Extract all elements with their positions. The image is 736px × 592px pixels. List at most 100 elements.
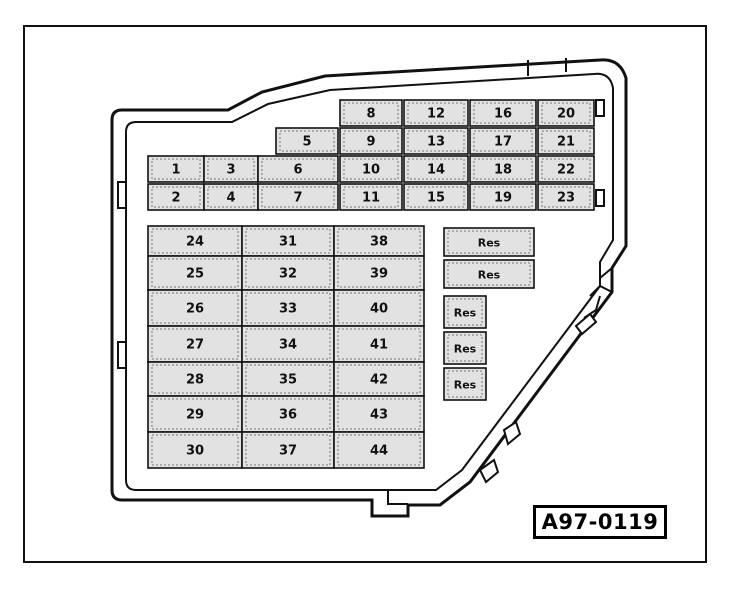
fuse-slot-6: 6 [257, 155, 339, 183]
fuse-slot-32: 32 [241, 255, 335, 291]
reserve-label: Res [454, 343, 477, 356]
fuse-number: 36 [279, 408, 297, 423]
fuse-slot-41: 41 [333, 325, 425, 363]
fuse-slot-42: 42 [333, 361, 425, 397]
fuse-slot-inner [151, 328, 239, 360]
fuse-number: 12 [427, 107, 445, 122]
fuse-slot-43: 43 [333, 395, 425, 433]
fuse-number: 43 [370, 408, 388, 423]
fuse-slot-body [333, 431, 425, 469]
fuse-slot-12: 12 [403, 99, 469, 127]
reserve-slot: Res [443, 367, 487, 401]
fuse-slot-body [443, 227, 535, 257]
fuse-slot-inner [245, 434, 331, 466]
fuse-slot-body [537, 127, 595, 155]
fuse-number: 14 [427, 163, 445, 178]
fuse-number: 4 [226, 191, 235, 206]
fuse-slot-body [443, 259, 535, 289]
fuse-slot-39: 39 [333, 255, 425, 291]
fuse-slot-20: 20 [537, 99, 595, 127]
fuse-slot-23: 23 [537, 183, 595, 211]
figure-code-label: A97-0119 [533, 505, 667, 539]
fuse-slot-inner [407, 130, 465, 152]
fuse-number: 44 [370, 444, 388, 459]
fuse-number: 16 [494, 107, 512, 122]
fuse-slot-38: 38 [333, 225, 425, 257]
fuse-slot-34: 34 [241, 325, 335, 363]
housing-details [117, 58, 613, 505]
reserve-slot: Res [443, 259, 535, 289]
fuse-slot-18: 18 [469, 155, 537, 183]
fuse-slot-body [203, 183, 259, 211]
fuse-slot-inner [245, 228, 331, 254]
fuse-number: 30 [186, 444, 204, 459]
fuse-slot-inner [541, 158, 591, 180]
fuse-slot-inner [473, 102, 533, 124]
fuse-number: 23 [557, 191, 575, 206]
fuse-slot-28: 28 [147, 361, 243, 397]
fuse-number: 24 [186, 235, 204, 250]
fuse-slot-body [403, 183, 469, 211]
fuse-slot-26: 26 [147, 289, 243, 327]
fuse-number: 41 [370, 338, 388, 353]
fuse-slot-inner [343, 130, 399, 152]
fuse-slot-inner [473, 130, 533, 152]
fuse-slot-35: 35 [241, 361, 335, 397]
fuse-slot-body [333, 289, 425, 327]
fuse-slot-inner [245, 398, 331, 430]
fuse-number: 7 [293, 191, 302, 206]
fuse-slot-body [443, 295, 487, 329]
fuse-number: 10 [362, 163, 380, 178]
fuse-slot-body [257, 155, 339, 183]
fuse-slot-body [147, 361, 243, 397]
fuse-slot-inner [245, 328, 331, 360]
fuse-slot-inner [151, 158, 201, 180]
fuse-number: 20 [557, 107, 575, 122]
fuse-slot-inner [245, 258, 331, 288]
fuse-slot-body [203, 155, 259, 183]
fuse-slot-body [339, 99, 403, 127]
fuse-slot-inner [337, 292, 421, 324]
fuse-slot-inner [447, 298, 483, 326]
fuse-slot-body [333, 225, 425, 257]
fuse-slot-body [147, 183, 205, 211]
fuse-number: 37 [279, 444, 297, 459]
fuse-slot-16: 16 [469, 99, 537, 127]
fuse-slot-inner [337, 434, 421, 466]
fuse-number: 13 [427, 135, 445, 150]
fuse-slot-15: 15 [403, 183, 469, 211]
fuse-slot-21: 21 [537, 127, 595, 155]
fuse-slot-body [241, 325, 335, 363]
fuse-slot-body [537, 183, 595, 211]
fuse-number: 1 [171, 163, 180, 178]
fuse-slot-body [443, 367, 487, 401]
fuse-slot-inner [261, 186, 335, 208]
fuse-number: 38 [370, 235, 388, 250]
fuse-slot-body [275, 127, 339, 155]
fuse-slot-25: 25 [147, 255, 243, 291]
fuse-number: 22 [557, 163, 575, 178]
fuse-number: 5 [302, 135, 311, 150]
fuse-slot-body [339, 155, 403, 183]
fuse-number: 26 [186, 302, 204, 317]
fuse-slot-13: 13 [403, 127, 469, 155]
fuse-number: 42 [370, 373, 388, 388]
fuse-slot-1: 1 [147, 155, 205, 183]
fuse-slot-24: 24 [147, 225, 243, 257]
housing-outline-outer [110, 58, 628, 518]
reserve-slot: Res [443, 227, 535, 257]
fuse-slot-19: 19 [469, 183, 537, 211]
fuse-slot-inner [447, 262, 531, 286]
fuse-slot-body [403, 127, 469, 155]
fuse-slot-body [403, 155, 469, 183]
fuse-number: 33 [279, 302, 297, 317]
reserve-slot: Res [443, 331, 487, 365]
reserve-slot: Res [443, 295, 487, 329]
fuse-slot-inner [343, 102, 399, 124]
fuse-slot-31: 31 [241, 225, 335, 257]
fuse-slot-inner [473, 186, 533, 208]
fuse-slot-2: 2 [147, 183, 205, 211]
fuse-number: 28 [186, 373, 204, 388]
fuse-slot-30: 30 [147, 431, 243, 469]
fuse-slot-inner [279, 130, 335, 152]
